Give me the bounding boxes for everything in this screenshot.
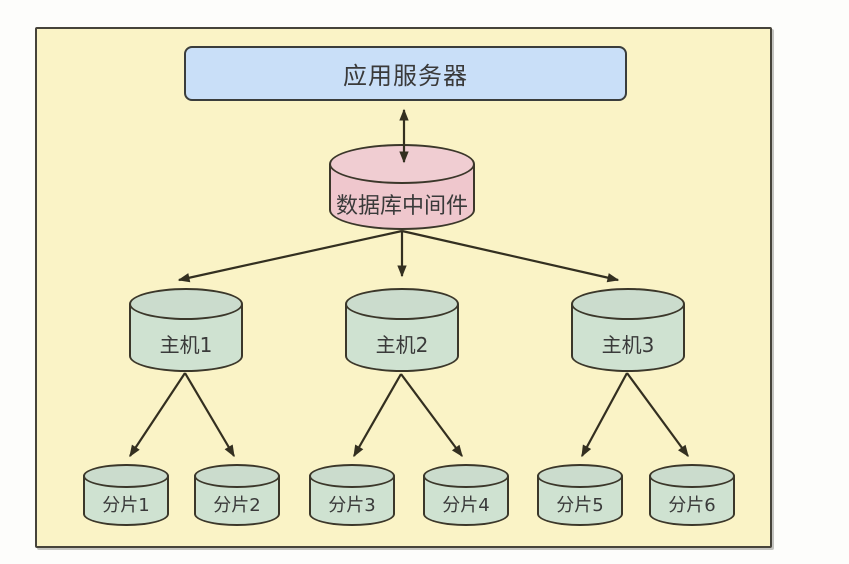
cylinder-top (345, 288, 459, 320)
shard5-label: 分片5 (556, 495, 604, 516)
cylinder-top (309, 464, 395, 488)
shard4-node: 分片4 (423, 464, 509, 526)
middleware-node: 数据库中间件 (329, 144, 475, 230)
shard6-label: 分片6 (668, 495, 716, 516)
host3-label: 主机3 (601, 332, 655, 357)
cylinder-top (423, 464, 509, 488)
shard2-node: 分片2 (194, 464, 280, 526)
host2-node: 主机2 (345, 288, 459, 372)
host1-node: 主机1 (129, 288, 243, 372)
cylinder-top (329, 144, 475, 184)
shard1-node: 分片1 (83, 464, 169, 526)
shard1-label: 分片1 (102, 495, 150, 516)
shard2-label: 分片2 (213, 495, 261, 516)
middleware-label: 数据库中间件 (335, 194, 468, 219)
host2-label: 主机2 (375, 332, 429, 357)
app-server-label: 应用服务器 (343, 62, 468, 90)
cylinder-top (571, 288, 685, 320)
shard6-node: 分片6 (649, 464, 735, 526)
shard3-label: 分片3 (328, 495, 376, 516)
host3-node: 主机3 (571, 288, 685, 372)
app-server-node: 应用服务器 (184, 46, 627, 101)
cylinder-top (537, 464, 623, 488)
cylinder-top (83, 464, 169, 488)
host1-label: 主机1 (159, 332, 213, 357)
shard4-label: 分片4 (442, 495, 490, 516)
shard3-node: 分片3 (309, 464, 395, 526)
cylinder-top (129, 288, 243, 320)
cylinder-top (194, 464, 280, 488)
shard5-node: 分片5 (537, 464, 623, 526)
cylinder-top (649, 464, 735, 488)
